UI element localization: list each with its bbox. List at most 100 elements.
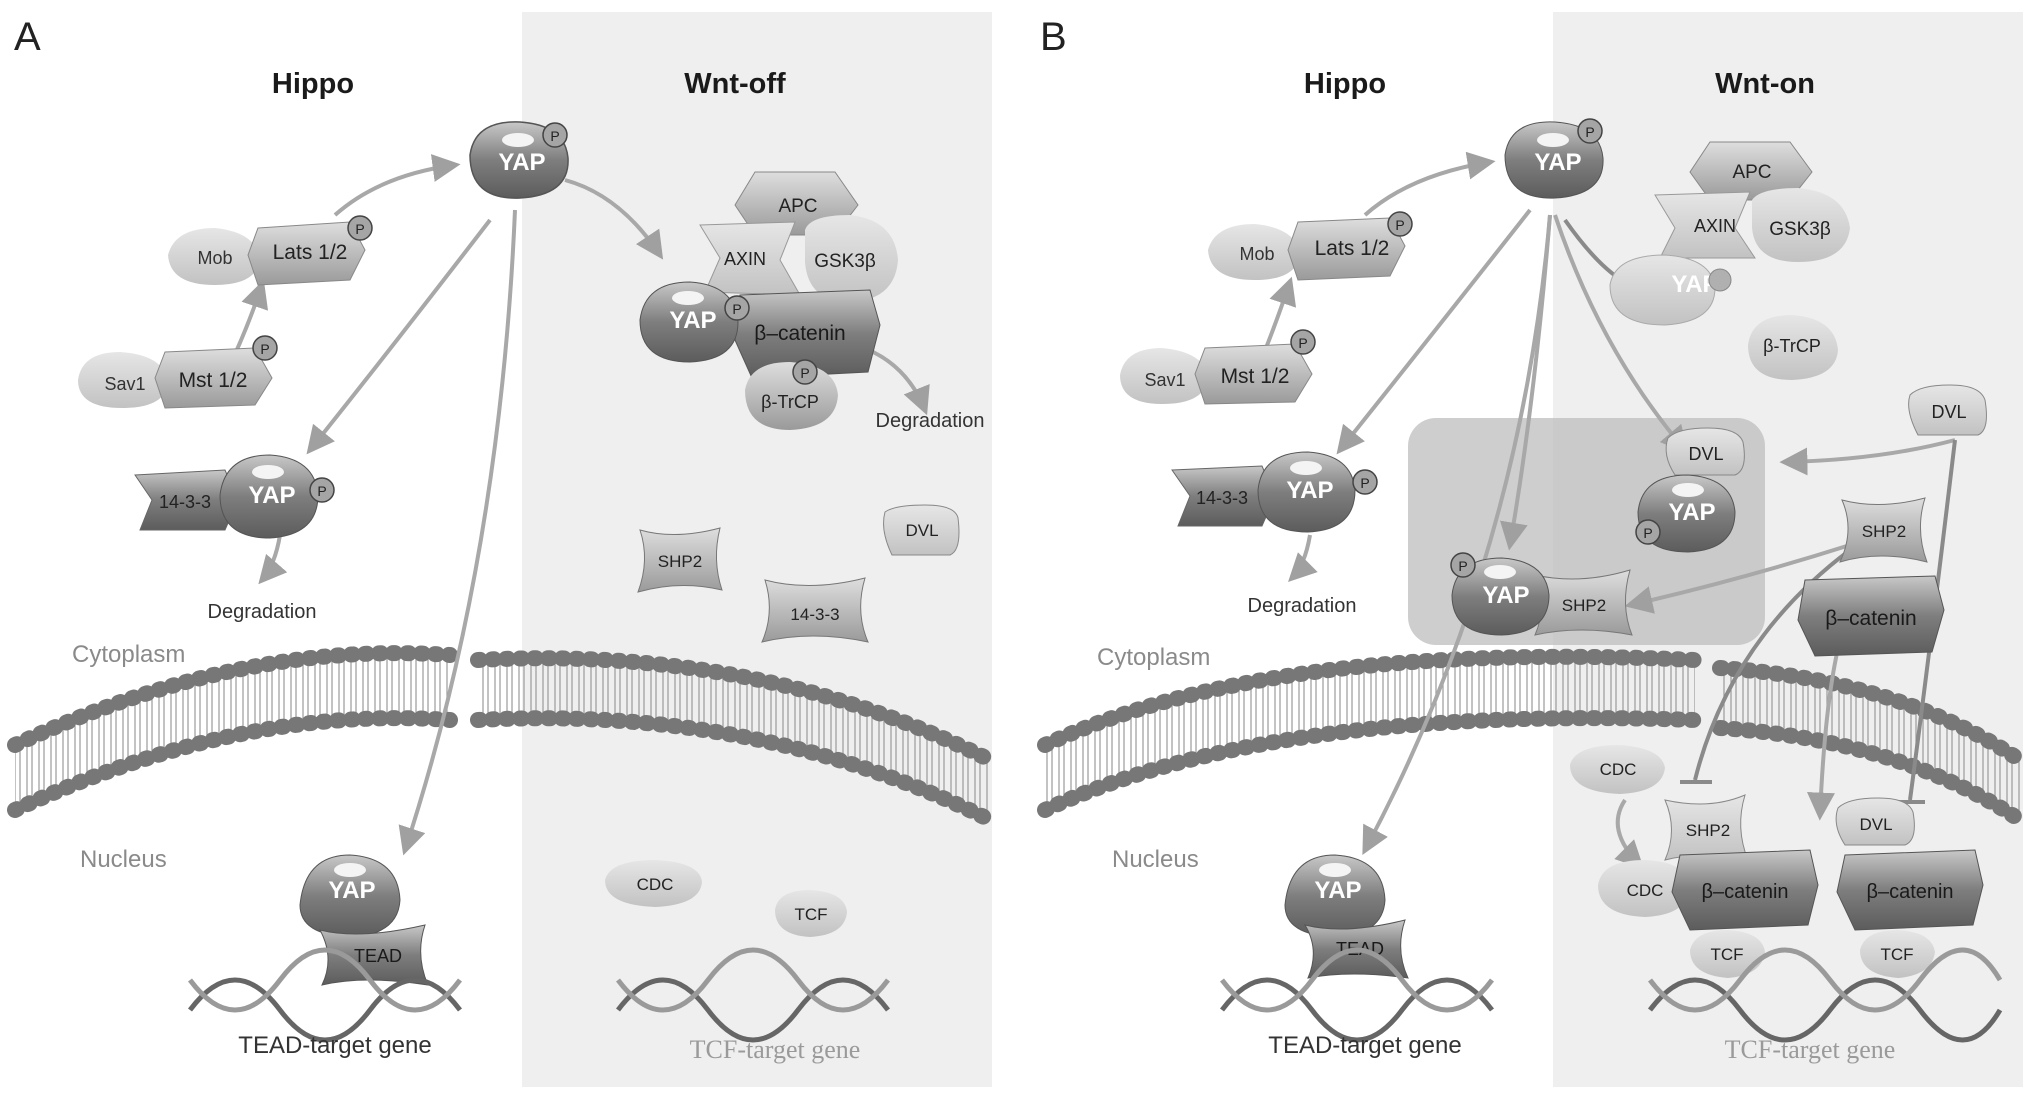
wnt-on-title: Wnt-on: [1715, 68, 1815, 100]
cdc-b-top-label: CDC: [1600, 760, 1637, 779]
cytoplasm-label-b: Cytoplasm: [1097, 644, 1210, 671]
cdc-a-label: CDC: [637, 875, 674, 894]
lats-b-label: Lats 1/2: [1315, 237, 1390, 260]
gsk3b-label: GSK3β: [814, 251, 876, 272]
dna-tcf-b: [1648, 947, 2003, 1043]
dvl-free-b: DVL: [1908, 384, 1987, 436]
bcatenin-free-b-label: β–catenin: [1825, 607, 1916, 630]
yap-shp2-complex: SHP2 YAP P: [1450, 552, 1633, 636]
tcf-gene-label: TCF-target gene: [690, 1035, 861, 1064]
shp2-box-label: SHP2: [1562, 596, 1606, 615]
gsk3b-b-label: GSK3β: [1769, 219, 1831, 240]
shp2-free-b: SHP2: [1839, 497, 1928, 563]
tcf-nuc1-label: TCF: [1710, 945, 1743, 964]
dna-tcf-a: [616, 947, 890, 1043]
yap-top-b: YAP P: [1504, 118, 1604, 199]
sav-mst-b: Sav1 Mst 1/2 P: [1120, 329, 1316, 405]
destruction-complex-b: APC GSK3β AXIN YAP β-TrCP: [1609, 141, 1850, 380]
mob-lats-complex: Mob Lats 1/2 P: [168, 215, 373, 286]
shp2-nuc-label: SHP2: [1686, 821, 1730, 840]
phospho-yap-box-dvl: P: [1643, 525, 1652, 541]
arrows-b: [1253, 151, 1956, 869]
yap-box-dvl-label: YAP: [1668, 499, 1715, 526]
degradation-label-2: Degradation: [876, 410, 985, 432]
yap-complex-label: YAP: [669, 307, 716, 334]
cdc-b-top: CDC: [1570, 745, 1665, 794]
sav-mst-complex: Sav1 Mst 1/2 P: [78, 335, 278, 409]
membrane-left: [7, 645, 458, 818]
yap-nuc-b-label: YAP: [1314, 877, 1361, 904]
yap-tead-b: YAP TEAD: [1284, 854, 1409, 979]
apc-b-label: APC: [1732, 162, 1771, 183]
yap-box-shp2-label: YAP: [1482, 582, 1529, 609]
dvl-free-b-label: DVL: [1931, 402, 1966, 422]
complex-1433-yap: 14-3-3 YAP P: [134, 454, 335, 539]
nuclear-complex-1: SHP2 CDC β–catenin TCF: [1598, 794, 1819, 978]
hippo-title-b: Hippo: [1304, 68, 1386, 100]
bcatenin-free-b: β–catenin: [1797, 575, 1945, 657]
yap-nuc-a-label: YAP: [328, 877, 375, 904]
dvl-nuc-label: DVL: [1859, 815, 1892, 834]
shp2-free-b-label: SHP2: [1862, 522, 1906, 541]
btrcp-b-label: β-TrCP: [1763, 336, 1821, 356]
shp2-a: SHP2: [637, 527, 723, 593]
tcf-gene-b-label: TCF-target gene: [1725, 1035, 1896, 1064]
14-3-3-a: 14-3-3: [761, 577, 869, 643]
bcatenin-nuc1-label: β–catenin: [1701, 881, 1788, 903]
axin-b-label: AXIN: [1694, 216, 1736, 236]
mob-lats-b: Mob Lats 1/2 P: [1208, 211, 1413, 281]
tcf-a-label: TCF: [794, 905, 827, 924]
dvl-a-label: DVL: [905, 521, 938, 540]
phospho-yap-1433-b: P: [1360, 475, 1369, 491]
tead-gene-label: TEAD-target gene: [238, 1032, 431, 1059]
yap-top-label: YAP: [498, 149, 545, 176]
membrane-b: [1037, 648, 2028, 828]
dna-tead-a: [188, 947, 462, 1043]
label-1433-b: 14-3-3: [790, 605, 839, 624]
destruction-complex: APC GSK3β AXIN β–catenin YAP P β-TrCP P: [639, 171, 898, 430]
yap-1433-b-label: YAP: [1286, 477, 1333, 504]
degradation-b-label: Degradation: [1248, 595, 1357, 617]
phospho-lats-b: P: [1395, 217, 1404, 233]
cdc-nuc-label: CDC: [1627, 881, 1664, 900]
phospho-lats: P: [355, 221, 364, 237]
lats-label: Lats 1/2: [273, 241, 348, 264]
sav1-b-label: Sav1: [1144, 370, 1185, 390]
phospho-yap-complex: P: [732, 301, 741, 317]
mst-b-label: Mst 1/2: [1221, 365, 1290, 388]
complex-1433-yap-b: 14-3-3 YAP P: [1171, 451, 1378, 533]
phospho-yap-top: P: [550, 128, 559, 144]
label-1433: 14-3-3: [159, 492, 211, 512]
yap-tead-a: YAP TEAD: [299, 854, 429, 986]
cytoplasm-label: Cytoplasm: [72, 641, 185, 668]
cdc-a: CDC: [605, 860, 702, 907]
sav1-label: Sav1: [104, 374, 145, 394]
bcatenin-nuc2-label: β–catenin: [1866, 881, 1953, 903]
membrane-right: [470, 650, 998, 828]
mob-b-label: Mob: [1239, 244, 1274, 264]
phospho-yap-1433: P: [317, 483, 326, 499]
shp2-a-label: SHP2: [658, 552, 702, 571]
degradation-label: Degradation: [208, 601, 317, 623]
phospho-yap-box-shp2: P: [1458, 558, 1467, 574]
phospho-mst-b: P: [1298, 335, 1307, 351]
tead-a-label: TEAD: [354, 946, 402, 966]
tcf-a: TCF: [775, 890, 847, 937]
tcf-nuc2-label: TCF: [1880, 945, 1913, 964]
hippo-title: Hippo: [272, 68, 354, 100]
tead-gene-b-label: TEAD-target gene: [1268, 1032, 1461, 1059]
yap-1433-label: YAP: [248, 482, 295, 509]
bcatenin-label: β–catenin: [754, 322, 845, 345]
panel-b: B Hippo Wnt-on Cytoplasm Nucleus: [1037, 12, 2028, 1087]
mst-label: Mst 1/2: [179, 369, 248, 392]
dvl-box-label: DVL: [1688, 444, 1723, 464]
arrows-a: [223, 154, 930, 856]
dvl-yap-complex: DVL YAP P: [1635, 427, 1745, 553]
dna-tead-b: [1220, 947, 1494, 1043]
mob-label: Mob: [197, 248, 232, 268]
axin-label: AXIN: [724, 249, 766, 269]
apc-label: APC: [778, 196, 817, 217]
nucleus-label: Nucleus: [80, 846, 167, 873]
phospho-yap-top-b: P: [1585, 124, 1594, 140]
